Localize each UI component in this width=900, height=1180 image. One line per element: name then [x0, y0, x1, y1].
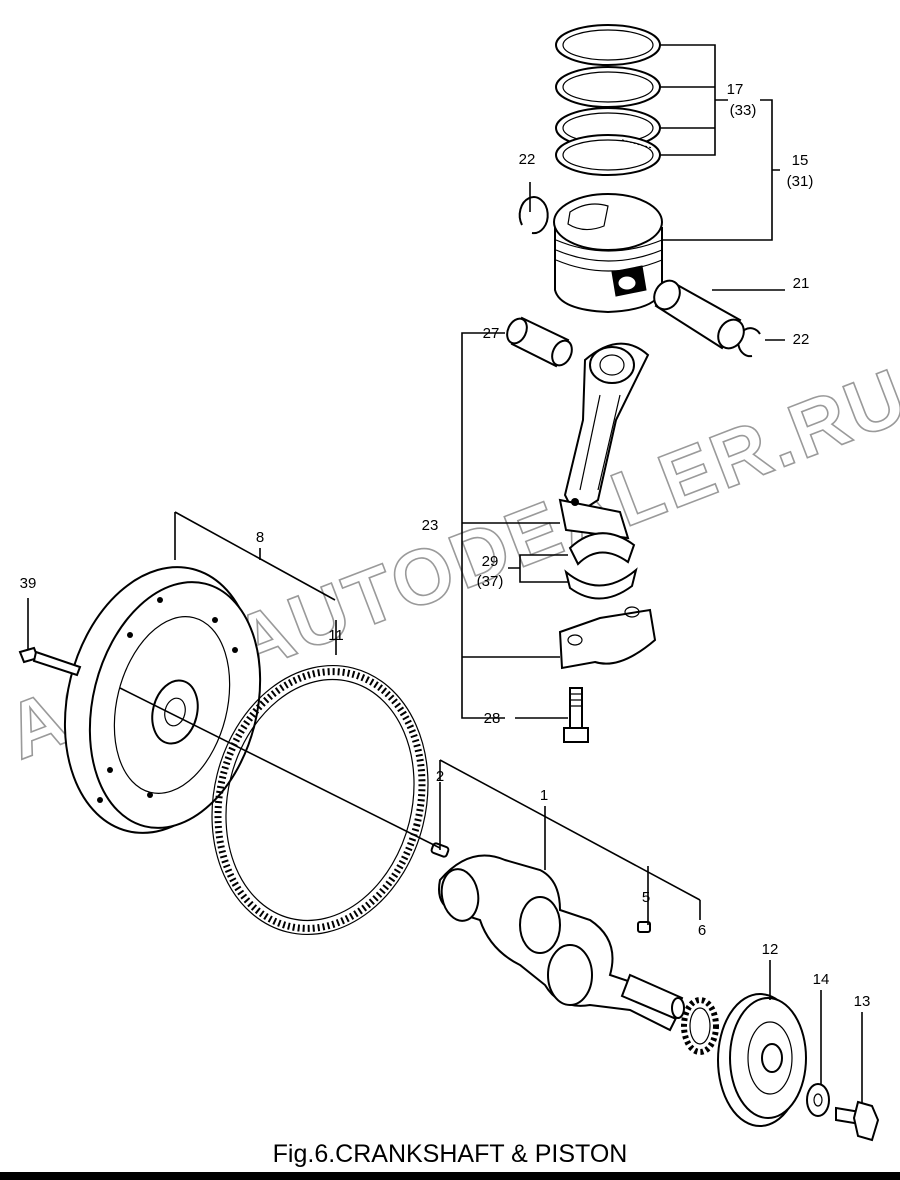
- ring-gear: [211, 664, 429, 936]
- flywheel: [63, 566, 262, 834]
- callout-11: 11: [328, 627, 344, 644]
- callout-15-alt: (31): [787, 173, 814, 190]
- callout-23: 23: [422, 517, 439, 534]
- figure-caption: Fig.6.CRANKSHAFT & PISTON: [273, 1140, 628, 1168]
- leader-lines: [27, 44, 863, 1104]
- crankshaft: [438, 854, 685, 1032]
- crank-pulley: [717, 993, 807, 1127]
- callout-8: 8: [256, 529, 264, 546]
- circlip-upper: [518, 196, 549, 235]
- washer: [806, 1083, 830, 1117]
- bearing-shell-upper: [568, 532, 636, 566]
- connecting-rod: [558, 342, 650, 540]
- callout-5: 5: [642, 889, 650, 906]
- callout-14: 14: [813, 971, 830, 988]
- callout-12: 12: [762, 941, 779, 958]
- callout-13: 13: [854, 993, 871, 1010]
- rod-cap: [558, 606, 657, 670]
- callout-22-lower: 22: [793, 331, 810, 348]
- bottom-border: [0, 1172, 900, 1180]
- piston-pin: [653, 279, 745, 350]
- callout-labels: 17 (33) 15 (31) 22 21 22 27 23 29 (37) 2…: [20, 81, 871, 1010]
- callout-29: 29: [482, 553, 499, 570]
- piston: [553, 193, 663, 314]
- flywheel-bolt: [18, 646, 82, 677]
- crank-gear: [681, 997, 719, 1055]
- pulley-bolt: [835, 1100, 880, 1142]
- callout-27: 27: [483, 325, 500, 342]
- woodruff-key: [637, 921, 651, 933]
- callout-1: 1: [540, 787, 548, 804]
- callout-15: 15: [792, 152, 809, 169]
- callout-21: 21: [793, 275, 810, 292]
- callout-39: 39: [20, 575, 37, 592]
- piston-rings: [555, 24, 661, 176]
- small-end-bushing: [506, 316, 573, 368]
- callout-22-upper: 22: [519, 151, 536, 168]
- callout-6: 6: [698, 922, 706, 939]
- callout-28: 28: [484, 710, 501, 727]
- callout-2: 2: [436, 768, 444, 785]
- rod-bolt: [563, 687, 589, 743]
- callout-17-alt: (33): [730, 102, 757, 119]
- bearing-shell-lower: [564, 567, 638, 600]
- callout-17: 17: [727, 81, 744, 98]
- callout-29-alt: (37): [477, 573, 504, 590]
